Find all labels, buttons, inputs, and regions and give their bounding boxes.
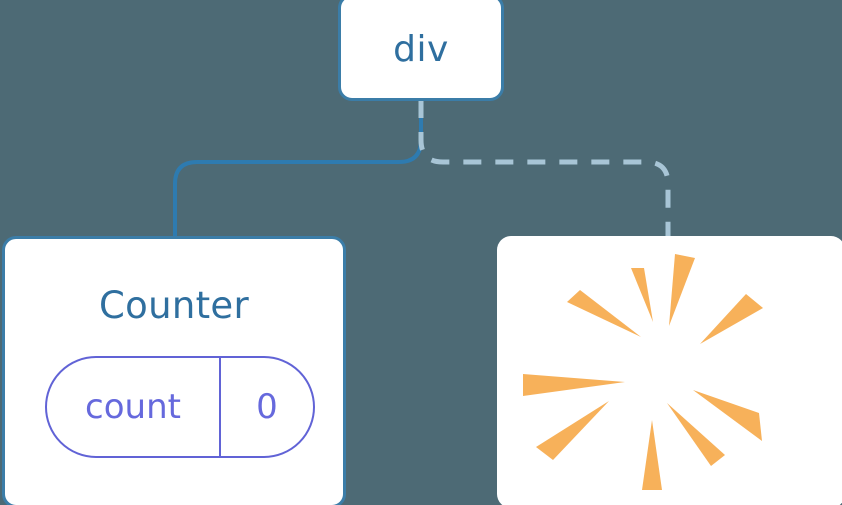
node-div[interactable]: div <box>338 0 504 101</box>
sparkle-ray-nw <box>567 290 641 337</box>
sparkle-ray-ne <box>700 294 763 344</box>
sparkle-ray-nnw <box>631 268 653 322</box>
sparkle-ray-se <box>667 403 725 466</box>
node-counter-label: Counter <box>99 284 249 327</box>
node-div-label: div <box>393 28 449 70</box>
state-key-label: count <box>47 358 221 456</box>
sparkle-burst-svg <box>523 254 763 490</box>
sparkle-ray-ese <box>693 390 762 441</box>
edge-div-to-counter <box>173 100 423 239</box>
sparkle-ray-s <box>642 420 662 490</box>
node-effect[interactable] <box>497 236 842 505</box>
sparkle-ray-w <box>523 374 625 396</box>
sparkle-ray-sw <box>536 401 609 460</box>
sparkle-burst-icon <box>497 236 842 505</box>
state-value-label: 0 <box>256 387 278 427</box>
sparkle-ray-n <box>669 254 695 326</box>
node-counter[interactable]: Counter count 0 <box>2 236 346 505</box>
state-pill-count[interactable]: count 0 <box>45 356 315 458</box>
edge-div-to-effect <box>418 100 671 239</box>
